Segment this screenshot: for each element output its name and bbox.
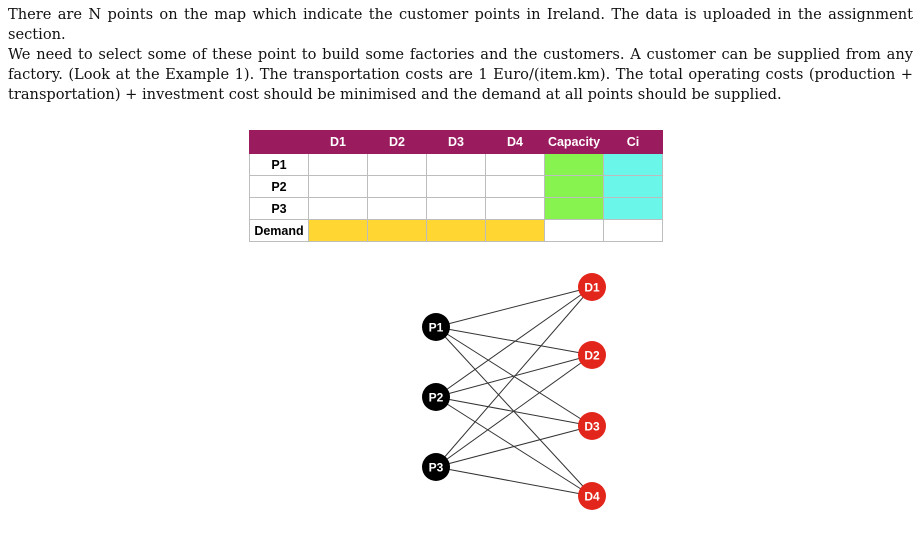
header-d3: D3 [426, 130, 486, 154]
network-edges [435, 286, 593, 497]
edge-p3-d1 [435, 286, 593, 468]
statement-line-1: There are N points on the map which indi… [8, 6, 913, 43]
demand-node-d1: D1 [578, 273, 606, 301]
plant-node-p1: P1 [422, 313, 450, 341]
demand-node-d4: D4 [578, 482, 606, 510]
demand-label-d3: D3 [584, 420, 600, 434]
plant-nodes: P1 P2 P3 [422, 313, 450, 481]
problem-statement: There are N points on the map which indi… [8, 5, 913, 105]
capacity-cell [544, 175, 604, 198]
ci-cell [603, 175, 663, 198]
table-header-row: D1 D2 D3 D4 Capacity Ci [249, 130, 663, 154]
cost-table: D1 D2 D3 D4 Capacity Ci P1 P2 P3 Demand [249, 130, 663, 242]
table-row-demand: Demand [249, 219, 663, 242]
row-label-demand: Demand [249, 219, 309, 242]
header-capacity: Capacity [544, 130, 604, 154]
plant-node-p2: P2 [422, 383, 450, 411]
edge-p3-d3 [435, 425, 593, 468]
demand-label-d2: D2 [584, 349, 600, 363]
plant-label-p1: P1 [429, 321, 444, 335]
plant-node-p3: P3 [422, 453, 450, 481]
statement-line-4: transportation) + investment cost should… [8, 86, 782, 103]
demand-nodes: D1 D2 D3 D4 [578, 273, 606, 510]
demand-label-d4: D4 [584, 490, 600, 504]
ci-cell [603, 197, 663, 220]
demand-node-d2: D2 [578, 341, 606, 369]
demand-cell [367, 219, 427, 242]
plant-label-p2: P2 [429, 391, 444, 405]
header-ci: Ci [603, 130, 663, 154]
cell [603, 219, 663, 242]
plant-label-p3: P3 [429, 461, 444, 475]
demand-label-d1: D1 [584, 281, 600, 295]
edge-p2-d1 [435, 286, 593, 398]
edge-p3-d4 [435, 466, 593, 497]
edge-p1-d1 [435, 286, 593, 328]
header-d4: D4 [485, 130, 545, 154]
statement-line-3: factory. (Look at the Example 1). The tr… [8, 66, 913, 83]
row-label-p2: P2 [249, 175, 309, 198]
edge-p3-d2 [435, 354, 593, 468]
demand-cell [308, 219, 368, 242]
demand-node-d3: D3 [578, 412, 606, 440]
edge-p1-d2 [435, 326, 593, 356]
statement-line-2: We need to select some of these point to… [8, 46, 913, 63]
demand-cell [485, 219, 545, 242]
capacity-cell [544, 153, 604, 176]
edge-p2-d2 [435, 354, 593, 398]
demand-cell [426, 219, 486, 242]
header-corner [249, 130, 309, 154]
